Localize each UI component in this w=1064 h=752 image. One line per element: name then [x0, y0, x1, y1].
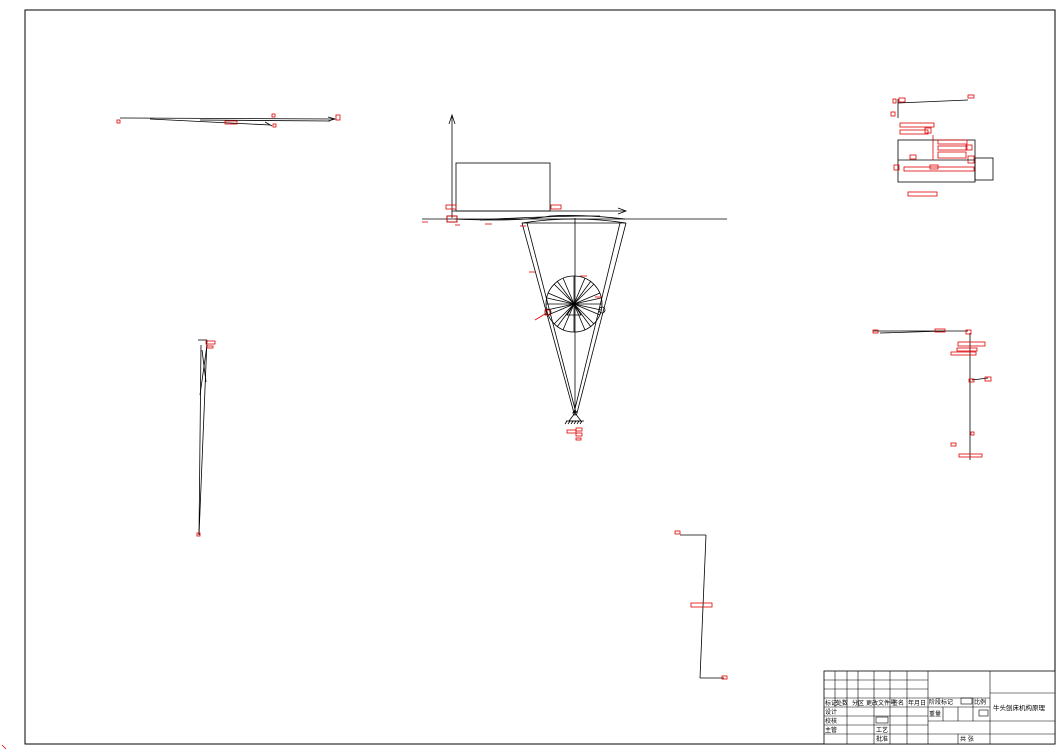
label-change-doc: 更改文件号: [866, 699, 896, 707]
label-count: 处数: [836, 699, 848, 707]
annotation-marks-top-left: [116, 113, 341, 128]
velocity-polygon-top-left: [119, 116, 337, 127]
drawing-title: 牛头刨床机构原理: [993, 703, 1046, 712]
drawing-border: [24, 9, 1056, 745]
label-sheet: 共 张: [960, 735, 974, 743]
label-weight: 重量: [929, 710, 941, 718]
label-mark: 标记: [825, 699, 837, 707]
annotation-marks-bottom-middle: [674, 530, 728, 680]
label-design: 设计: [825, 708, 837, 716]
label-scale: 比例: [974, 698, 986, 706]
mechanism-diagram: [422, 113, 727, 425]
auxiliary-diagram-top-right: [897, 99, 994, 183]
label-signature: 签名: [892, 699, 904, 707]
label-supervisor: 主管: [825, 726, 837, 734]
polygon-right-middle: [873, 330, 989, 460]
label-proofread: 校核: [825, 717, 837, 725]
label-date: 年月日: [908, 699, 926, 707]
title-block: 标记 处数 分区 更改文件号 签名 年月日 阶段标记 重量 比例 设计 校核 主…: [823, 670, 1056, 745]
annotation-marks-top-right: [890, 94, 975, 197]
label-stage-mark: 阶段标记: [929, 698, 953, 706]
annotation-marks-mechanism: [422, 204, 602, 441]
label-craft: 工艺: [876, 726, 888, 734]
label-zone: 分区: [852, 699, 864, 707]
annotation-marks-left: [196, 340, 216, 537]
corner-mark: [1, 744, 7, 750]
polygon-bottom-middle: [680, 534, 724, 679]
acceleration-polygon-left: [198, 339, 208, 536]
annotation-marks-right-middle: [872, 328, 992, 458]
label-approve: 批准: [876, 735, 888, 743]
